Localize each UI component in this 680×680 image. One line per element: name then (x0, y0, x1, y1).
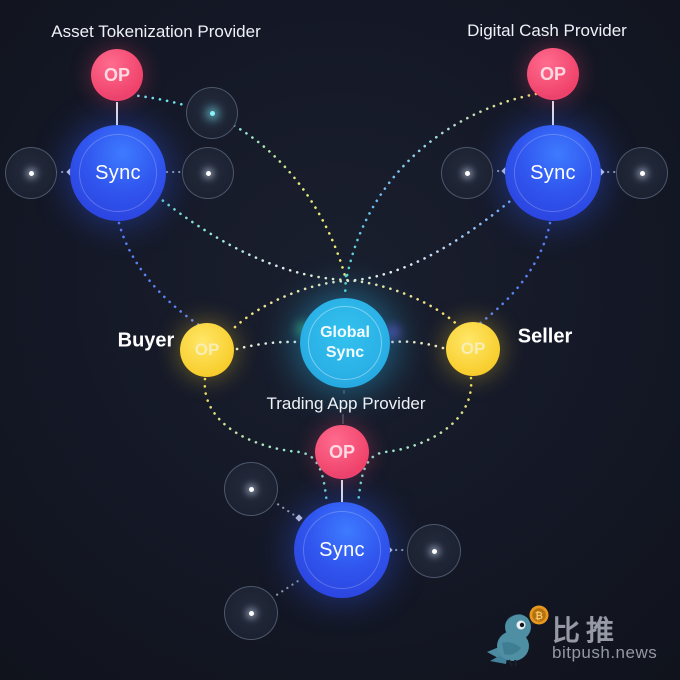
asset-op-label: OP (103, 64, 130, 85)
global-sync-node: Global Sync (300, 298, 390, 388)
global-op-connector (342, 390, 345, 424)
satellite-dot (431, 548, 437, 554)
satellite-node (182, 147, 234, 199)
cash-sync-node: Sync (505, 125, 601, 221)
buyer-label: Buyer (117, 329, 175, 352)
link-seller-to-global (390, 340, 445, 350)
sync-inner-ring (303, 511, 381, 589)
sync-inner-ring (79, 134, 157, 212)
satellite-dot (205, 170, 211, 176)
link-buyer-to-global (235, 340, 301, 351)
seller-label: Seller (517, 325, 573, 348)
buyer-op-label: OP (194, 340, 220, 359)
seller-op-node: OP (446, 322, 500, 376)
link-cash-sync-to-seller (477, 221, 552, 326)
asset-cluster-title: Asset Tokenization Provider (51, 22, 261, 41)
satellite-node (441, 147, 493, 199)
satellite-dot (248, 486, 254, 492)
bitpush-watermark: ₿ 比推 bitpush.news (485, 598, 675, 673)
satellite-node (5, 147, 57, 199)
satellite-node (224, 462, 278, 516)
bitpush-brand-site: bitpush.news (552, 643, 658, 662)
asset-op-node: OP (91, 49, 143, 101)
svg-text:₿: ₿ (535, 610, 543, 622)
satellite-dot (28, 170, 34, 176)
link-asset-op-to-satellite (129, 93, 202, 112)
satellite-dot (464, 170, 470, 176)
twitter-bird-icon: ₿ (487, 605, 549, 667)
connector-diamond (295, 514, 303, 522)
buyer-op-node: OP (180, 323, 234, 377)
bitcoin-coin-icon: ₿ (529, 605, 549, 625)
satellite-connector (271, 499, 299, 519)
sync-inner-ring (514, 134, 592, 212)
link-satellite-to-hub (219, 117, 347, 278)
trading-sync-node: Sync (294, 502, 390, 598)
satellite-dot (248, 610, 254, 616)
cash-op-label: OP (539, 63, 566, 84)
trading-op-label: OP (328, 441, 355, 462)
satellite-connector (270, 579, 300, 600)
satellite-node (186, 87, 238, 139)
trading-cluster-title: Trading App Provider (266, 394, 426, 413)
satellite-node (224, 586, 278, 640)
link-cash-sync-to-buyer (229, 195, 517, 333)
link-asset-sync-to-buyer (117, 221, 201, 327)
bitpush-brand-cn: 比推 (552, 615, 621, 646)
link-hub-to-global (343, 274, 348, 299)
link-cash-op-to-hub (345, 92, 538, 278)
global-inner-ring (308, 306, 382, 380)
link-asset-sync-to-seller (155, 194, 463, 330)
satellite-node (407, 524, 461, 578)
satellite-node (616, 147, 668, 199)
asset-sync-node: Sync (70, 125, 166, 221)
link-buyer-to-trading-sync (203, 377, 329, 506)
satellite-dot (639, 170, 645, 176)
trading-op-node: OP (315, 425, 369, 479)
seller-op-label: OP (460, 339, 486, 358)
satellite-dot (209, 110, 215, 116)
cash-cluster-title: Digital Cash Provider (467, 21, 627, 40)
cash-op-node: OP (527, 48, 579, 100)
